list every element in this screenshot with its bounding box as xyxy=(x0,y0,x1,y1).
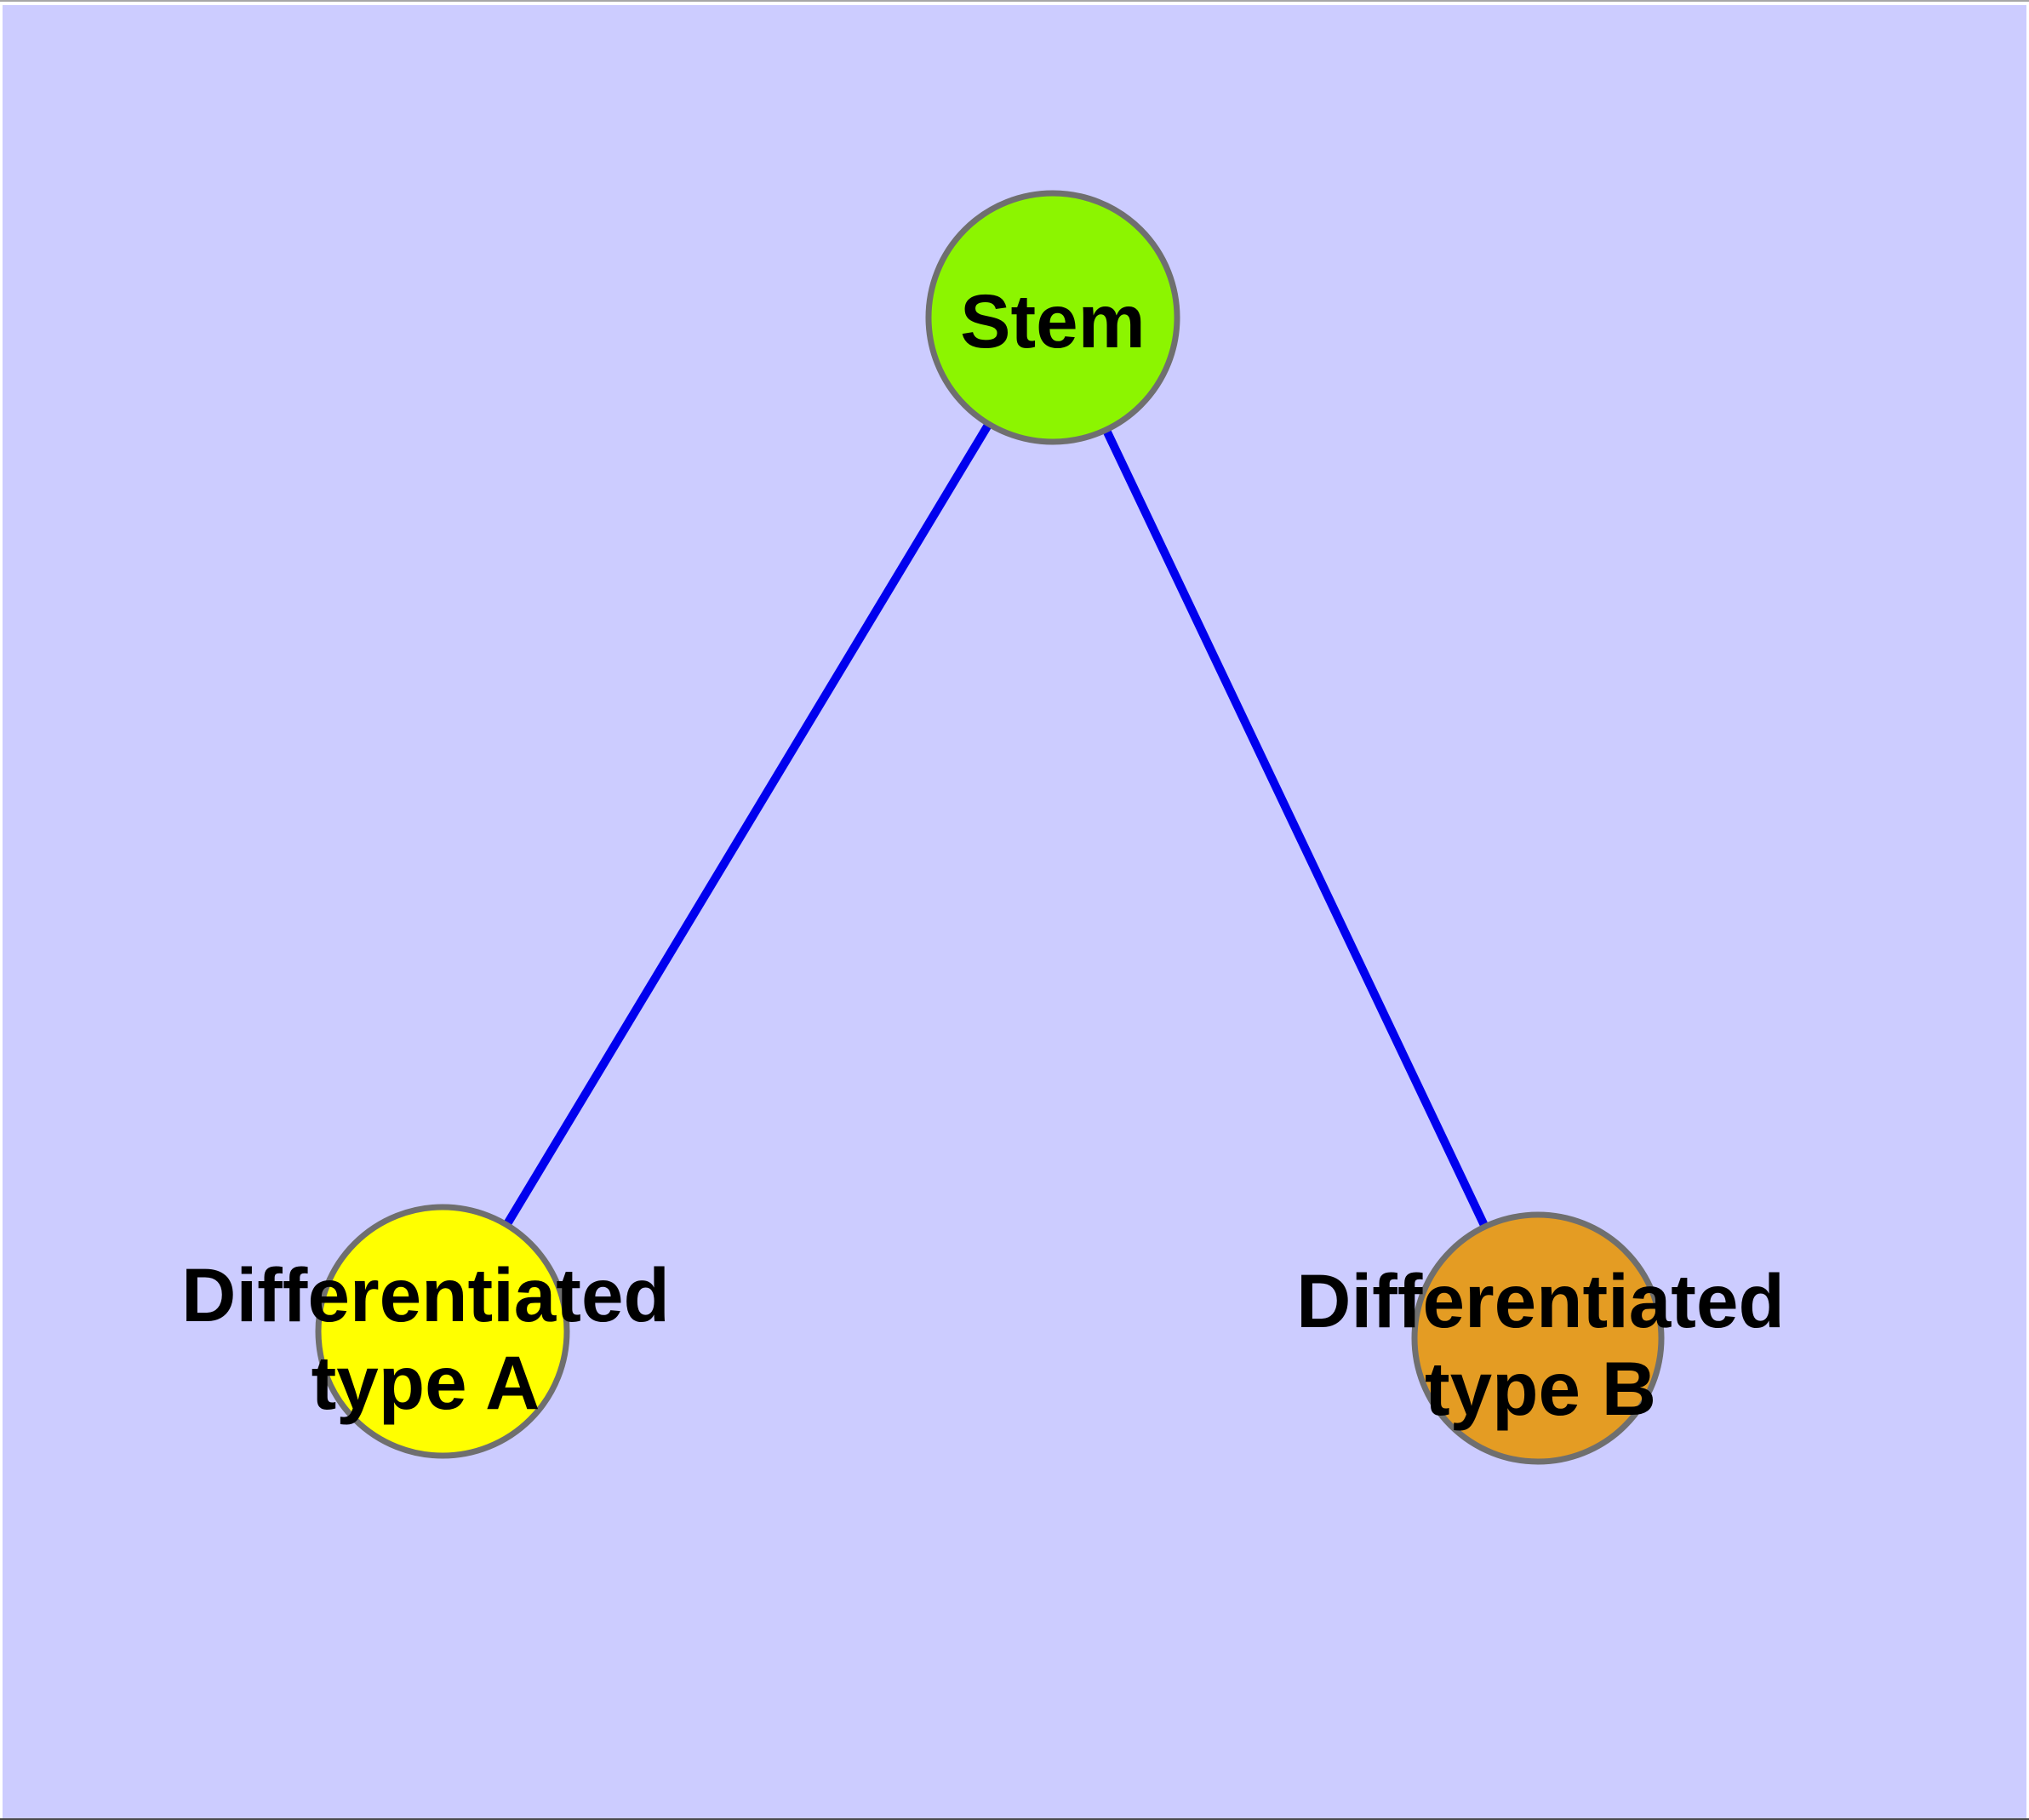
node-differentiated-type-a xyxy=(315,1204,570,1459)
edge-stem-to-differentiated-type-b xyxy=(1049,315,1542,1341)
node-differentiated-type-a-circle xyxy=(315,1204,570,1459)
node-differentiated-type-b-label-line2: type B xyxy=(1425,1346,1656,1431)
bottom-edge-line xyxy=(0,1818,2029,1820)
node-differentiated-type-a-label-line2: type A xyxy=(311,1340,540,1425)
node-stem-label: Stem xyxy=(960,278,1146,363)
node-stem xyxy=(925,190,1180,445)
edges xyxy=(438,315,1542,1341)
node-differentiated-type-b-label-line1: Differentiated xyxy=(1296,1258,1785,1343)
node-differentiated-type-b-circle xyxy=(1411,1211,1665,1465)
node-differentiated-type-b xyxy=(1411,1211,1665,1465)
node-differentiated-type-a-label-line1: Differentiated xyxy=(181,1252,670,1337)
node-stem-circle xyxy=(925,190,1180,445)
node-labels: Stem Differentiated type A Differentiate… xyxy=(181,278,1785,1431)
top-edge-line xyxy=(0,0,2029,2)
edge-stem-to-differentiated-type-a xyxy=(438,315,1057,1334)
